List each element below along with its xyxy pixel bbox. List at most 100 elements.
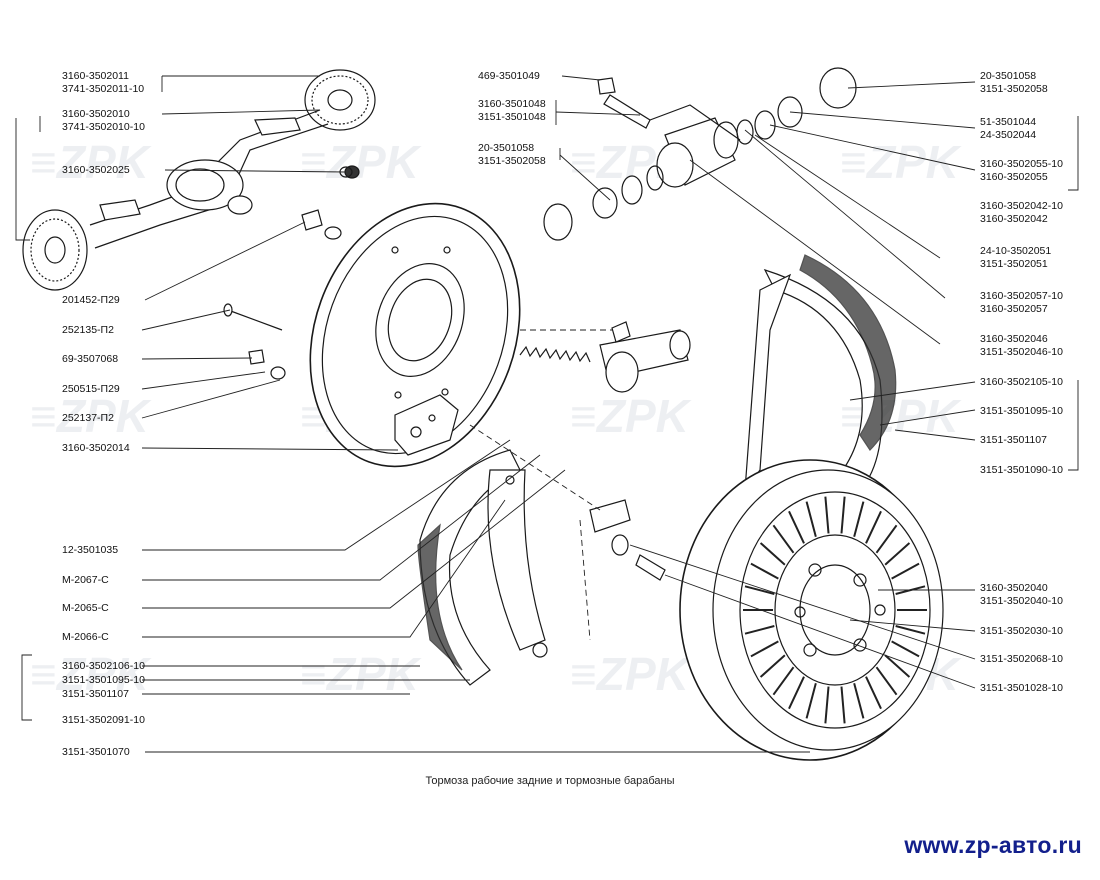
left-part-label: 69-3507068 <box>62 353 118 366</box>
part-number: 3151-3501095-10 <box>62 674 145 686</box>
part-number: 252135-П2 <box>62 324 114 336</box>
part-number: 3160-3502042 <box>980 213 1048 225</box>
part-number: 3151-3501070 <box>62 746 130 758</box>
drum-rib <box>744 625 775 635</box>
website-link[interactable]: www.zp-aвто.ru <box>904 832 1082 858</box>
drum-rib <box>884 542 911 566</box>
part-number: 3151-3502051 <box>980 258 1048 270</box>
drum-rib <box>875 524 898 554</box>
left-part-label: 201452-П29 <box>62 294 120 307</box>
right-part-label: 3151-3502068-10 <box>980 653 1063 666</box>
part-number: 3160-3502042-10 <box>980 200 1063 212</box>
drum-rib <box>824 686 830 724</box>
left-part-label: М-2067-С <box>62 574 109 587</box>
right-part-label: 3151-3501095-10 <box>980 405 1063 418</box>
part-number: М-2066-С <box>62 631 109 643</box>
left-part-label: 250515-П29 <box>62 383 120 396</box>
drum-rib <box>759 654 786 678</box>
diagram-caption: Тормоза рабочие задние и тормозные бараб… <box>425 775 675 787</box>
part-number: 3151-3502046-10 <box>980 346 1063 358</box>
part-number: 3151-3502058 <box>980 83 1048 95</box>
right-part-label: 3151-3501028-10 <box>980 682 1063 695</box>
drum-rib <box>750 562 779 580</box>
drum-rib <box>750 640 779 658</box>
drum-rib <box>891 562 920 580</box>
svg-text:≡ZPK: ≡ZPK <box>30 390 152 442</box>
part-number: 201452-П29 <box>62 294 120 306</box>
part-number: 3160-3502025 <box>62 164 130 176</box>
drum-rib <box>840 496 846 534</box>
part-number: 3160-3501048 <box>478 98 546 110</box>
left-part-label: 3160-3502106-10 <box>62 660 145 673</box>
svg-text:≡ZPK: ≡ZPK <box>300 136 422 188</box>
part-number: 3160-3502010 <box>62 108 130 120</box>
part-number: 469-3501049 <box>478 70 540 82</box>
part-number: 3151-3502068-10 <box>980 653 1063 665</box>
left-part-label: 3151-3501107 <box>62 688 129 701</box>
drum-rib <box>805 501 817 538</box>
drum-rib <box>853 682 865 719</box>
svg-text:≡ZPK: ≡ZPK <box>30 648 152 700</box>
left-part-label: 3151-3501070 <box>62 746 130 759</box>
drum-rib <box>840 686 846 724</box>
drum-ribs <box>743 496 927 724</box>
drum-rib <box>884 654 911 678</box>
svg-text:≡ZPK: ≡ZPK <box>570 390 692 442</box>
leader-lines <box>15 75 1079 753</box>
svg-text:≡ZPK: ≡ZPK <box>840 136 962 188</box>
part-number: 12-3501035 <box>62 544 119 556</box>
drum-rib <box>865 510 882 544</box>
drum-rib <box>891 640 920 658</box>
drum-rib <box>875 666 898 696</box>
part-number: 69-3507068 <box>62 353 119 365</box>
drum-rib <box>805 682 817 719</box>
right-part-label: 3151-3501090-10 <box>980 464 1063 477</box>
part-number: 3160-3502014 <box>62 442 130 454</box>
right-part-label: 3151-3501107 <box>980 434 1047 447</box>
left-part-label: 3151-3501095-10 <box>62 674 145 687</box>
drum-rib <box>772 666 795 696</box>
drum-rib <box>788 676 805 710</box>
part-number: М-2067-С <box>62 574 109 586</box>
left-part-label: 3151-3502091-10 <box>62 714 145 727</box>
part-number: 250515-П29 <box>62 383 120 395</box>
left-part-label: М-2065-С <box>62 602 109 615</box>
svg-text:≡ZPK: ≡ZPK <box>300 648 422 700</box>
drum-rib <box>853 501 865 538</box>
svg-text:≡ZPK: ≡ZPK <box>840 390 962 442</box>
part-number: 3160-3502057 <box>980 303 1048 315</box>
part-number: М-2065-С <box>62 602 109 614</box>
part-number: 3151-3501107 <box>980 434 1047 446</box>
part-number: 3160-3502046 <box>980 333 1048 345</box>
fasteners-drawing <box>223 166 353 380</box>
part-number: 3151-3502058 <box>478 155 546 167</box>
brake-shoe-right-drawing <box>744 254 897 501</box>
part-number: 3151-3501048 <box>478 111 546 123</box>
drum-rib <box>772 524 795 554</box>
left-part-label: 252137-П2 <box>62 412 114 425</box>
center-part-label: 469-3501049 <box>478 70 540 83</box>
part-number: 24-10-3502051 <box>980 245 1052 257</box>
left-part-label: 3160-3502014 <box>62 442 130 455</box>
part-number: 3160-3502055-10 <box>980 158 1063 170</box>
part-number: 252137-П2 <box>62 412 114 424</box>
part-number: 51-3501044 <box>980 116 1037 128</box>
part-number: 3151-3501095-10 <box>980 405 1063 417</box>
part-number: 3160-3502055 <box>980 171 1048 183</box>
drum-rib <box>788 510 805 544</box>
drum-rib <box>895 625 926 635</box>
left-part-label: 12-3501035 <box>62 544 118 557</box>
part-number: 3151-3502040-10 <box>980 595 1063 607</box>
part-number: 3151-3502091-10 <box>62 714 145 726</box>
